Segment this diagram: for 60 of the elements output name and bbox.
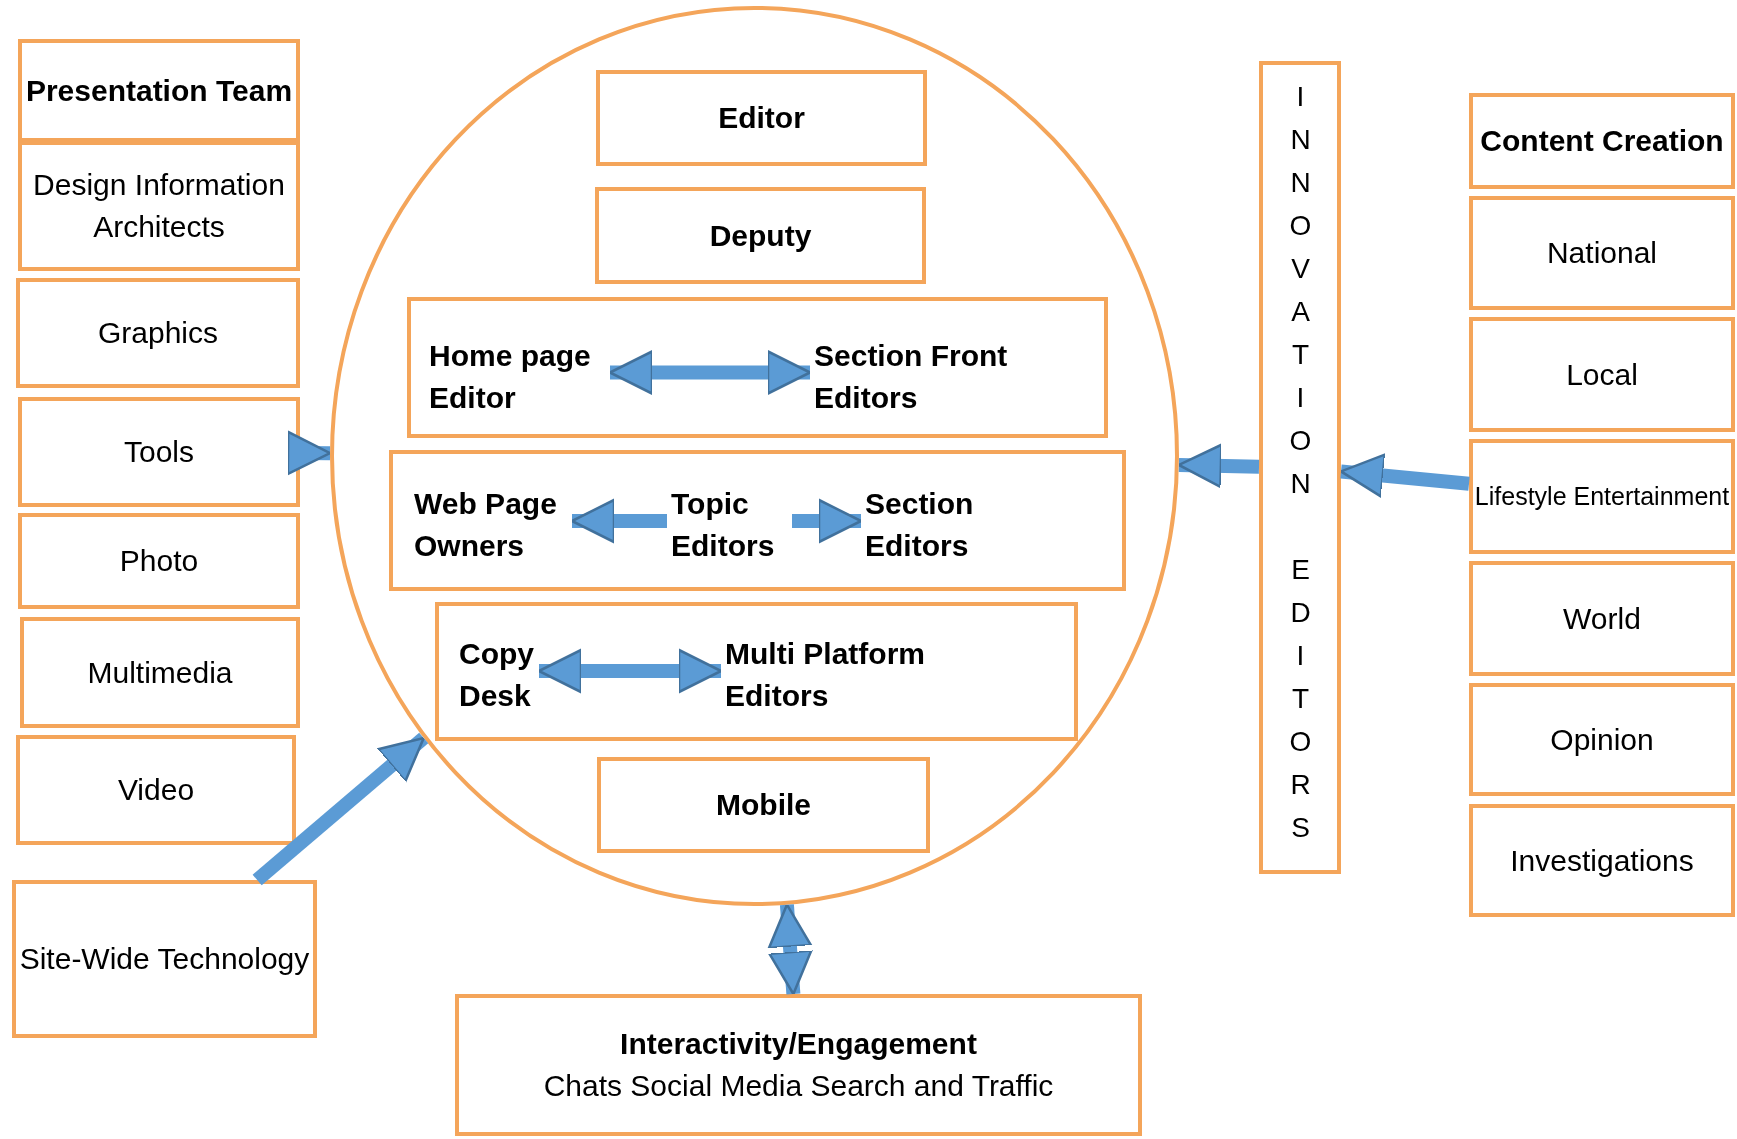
node-label: Photo	[119, 543, 199, 579]
node-label: Investigations	[1510, 842, 1694, 879]
block-arrow	[252, 732, 429, 886]
text-box	[1259, 61, 1341, 874]
text-box	[455, 994, 1142, 1136]
node-label: Tools	[123, 434, 194, 470]
node-label: National	[1546, 235, 1658, 271]
block-arrow	[570, 498, 667, 544]
group-box	[435, 602, 1078, 741]
heading-label: Interactivity/Engagement	[620, 1026, 977, 1062]
text-box	[1469, 561, 1735, 676]
text-box	[18, 39, 300, 142]
node-label: World	[1563, 600, 1641, 637]
text-box	[1469, 317, 1735, 432]
text-box	[1469, 196, 1735, 310]
text-box	[18, 397, 300, 507]
block-arrow	[608, 350, 812, 395]
text-box	[595, 187, 926, 284]
node-label: Design Information Architects	[32, 167, 286, 245]
text-box	[1469, 439, 1735, 554]
node-label: Opinion	[1550, 721, 1654, 758]
heading-label: Section Front Editors	[814, 337, 1009, 416]
text-box	[12, 880, 317, 1038]
heading-label: Mobile	[716, 787, 811, 823]
text-box	[1469, 804, 1735, 917]
block-arrow	[286, 430, 332, 476]
heading-label: Section Editors	[865, 486, 975, 564]
text-box	[1469, 93, 1735, 189]
node-label: INNOVATION EDITORS	[1286, 80, 1314, 855]
text-box	[1469, 683, 1735, 796]
block-arrow	[792, 498, 863, 544]
heading-label: Topic Editors	[671, 486, 776, 564]
heading-label: Deputy	[709, 217, 812, 254]
group-box	[407, 297, 1108, 438]
node-label: Lifestyle Entertainment	[1474, 481, 1730, 512]
block-arrow	[767, 903, 813, 996]
heading-label: Multi Platform Editors	[725, 636, 926, 714]
node-label: Chats Social Media Search and Traffic	[543, 1068, 1054, 1104]
text-box	[16, 278, 300, 388]
heading-label: Editor	[718, 100, 805, 136]
heading-label: Home page Editor	[429, 337, 592, 416]
text-box	[20, 617, 300, 728]
block-arrow	[537, 648, 723, 694]
block-arrow	[1177, 443, 1260, 489]
node-label: Multimedia	[87, 654, 233, 691]
node-label: Video	[117, 772, 195, 808]
text-box	[18, 513, 300, 609]
node-label: Graphics	[97, 315, 218, 351]
node-label: Site-Wide Technology	[19, 941, 310, 977]
heading-label: Web Page Owners	[414, 486, 558, 564]
node-label: Local	[1566, 356, 1638, 393]
heading-label: Content Creation	[1480, 123, 1724, 159]
text-box	[16, 735, 296, 845]
text-box	[18, 141, 300, 271]
block-arrow	[1339, 453, 1470, 498]
group-box	[389, 450, 1126, 591]
heading-label: Presentation Team	[25, 72, 293, 109]
heading-label: Copy Desk	[459, 636, 535, 714]
text-box	[596, 70, 927, 166]
text-box	[597, 757, 930, 853]
